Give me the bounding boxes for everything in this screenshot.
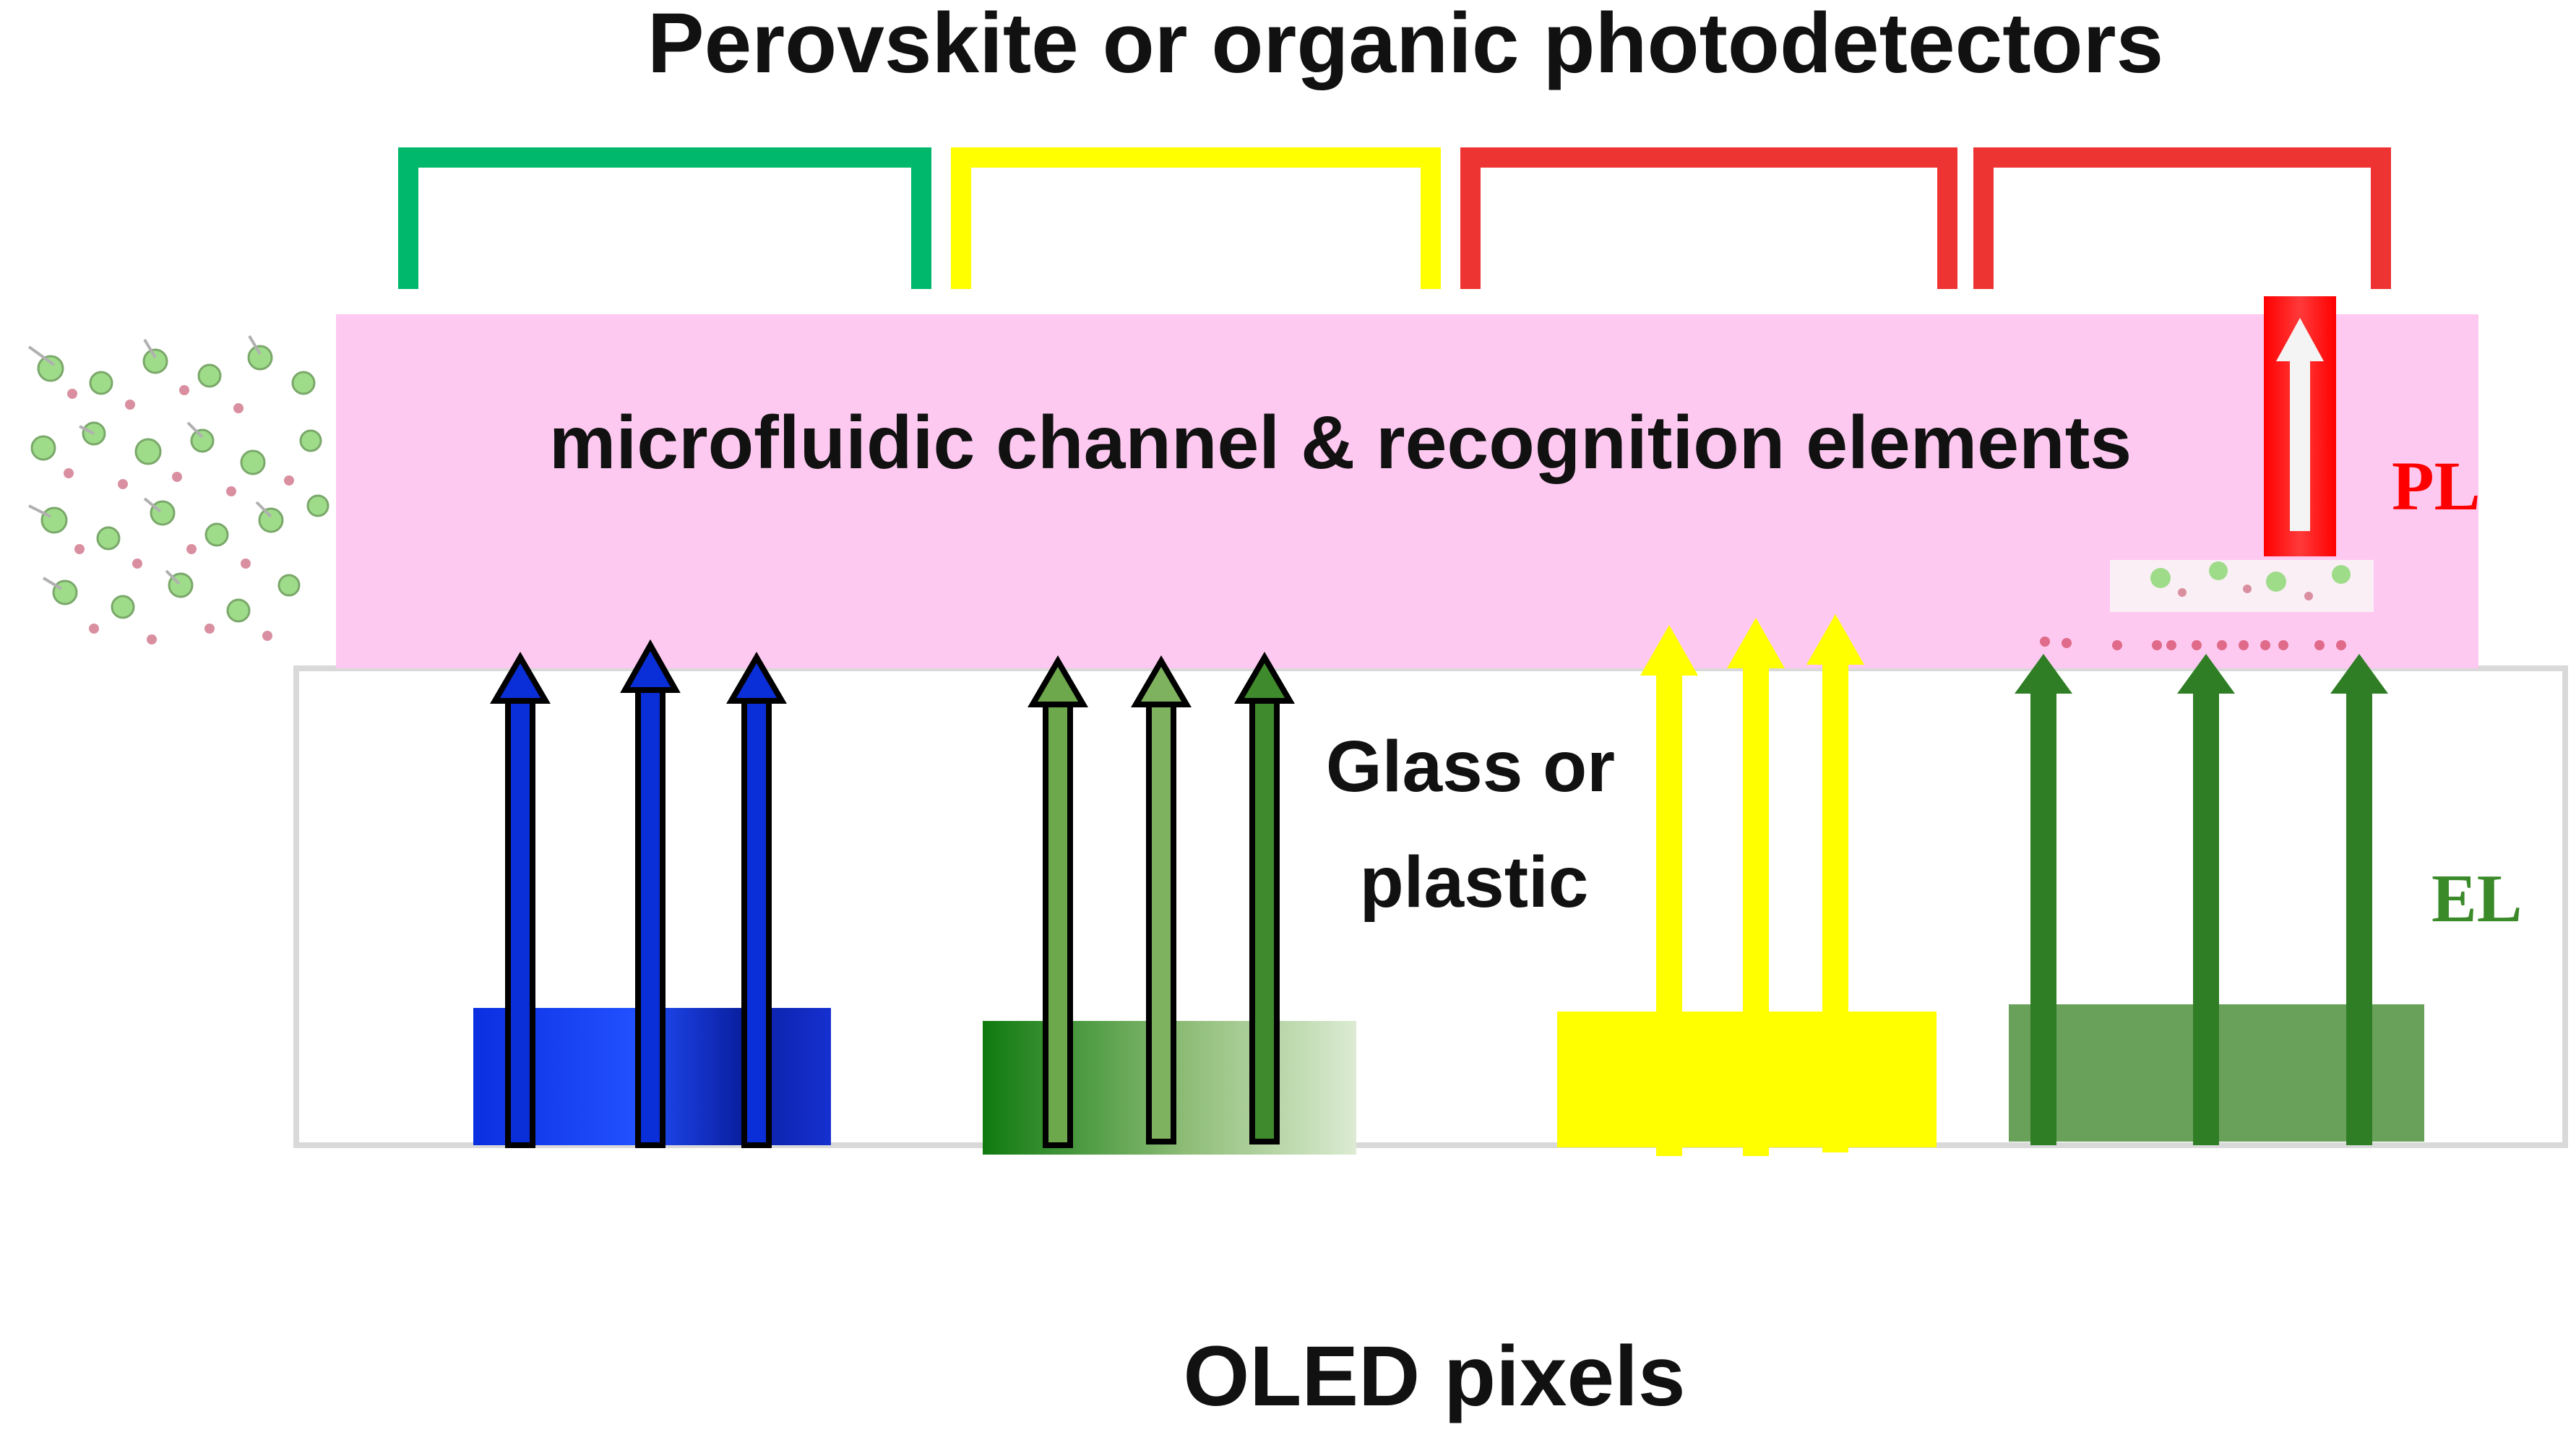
el-emission-arrows: [2015, 654, 2388, 1145]
bracket-red-2: [1973, 147, 2391, 289]
el-arrow: [2330, 654, 2388, 1145]
substrate-label-line1: Glass or: [1326, 726, 1615, 807]
blue-arrow: [490, 652, 551, 1148]
green-emission-arrows: [1028, 652, 1295, 1148]
diagram-title: Perovskite or organic photodetectors: [647, 0, 2163, 91]
channel-label: microfluidic channel & recognition eleme…: [549, 401, 2132, 485]
molecule-cluster-icon: [27, 335, 329, 644]
pl-label: PL: [2392, 447, 2481, 525]
green-arrow: [1131, 655, 1192, 1144]
yellow-arrow: [1640, 625, 1698, 1156]
pl-emission-icon: [2264, 296, 2336, 556]
el-label: EL: [2431, 861, 2522, 936]
green-arrow: [1028, 655, 1088, 1148]
el-arrow: [2015, 654, 2072, 1145]
bound-molecules-icon: [2040, 637, 2346, 650]
photodetector-brackets: [398, 147, 2391, 289]
bracket-green: [398, 147, 931, 289]
microfluidic-channel: [336, 314, 2478, 668]
blue-arrow: [726, 652, 787, 1148]
yellow-emission-arrows: [1640, 614, 1864, 1156]
yellow-arrow: [1806, 614, 1864, 1152]
green-arrow: [1234, 652, 1295, 1144]
blue-arrow: [620, 639, 681, 1148]
bracket-yellow: [951, 147, 1441, 289]
yellow-arrow: [1727, 618, 1785, 1156]
recognition-layer-icon: [2110, 560, 2374, 612]
oled-pixels-label: OLED pixels: [1183, 1329, 1685, 1424]
blue-emission-arrows: [490, 639, 787, 1148]
bracket-red-1: [1460, 147, 1957, 289]
el-arrow: [2177, 654, 2235, 1145]
substrate-label-line2: plastic: [1360, 842, 1589, 923]
